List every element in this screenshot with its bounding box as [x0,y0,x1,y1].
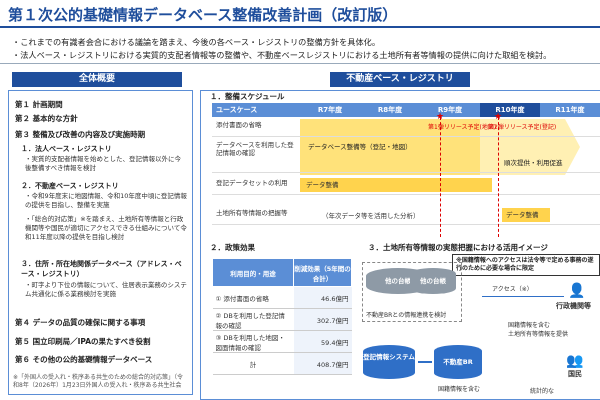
table-row: ① 添付書面の省略 46.6億円 [212,286,352,309]
nationality-text: 土地所有等情報を提供 [508,331,569,338]
effect-table: 利用目的・用途 削減効果（5年間の合計） ① 添付書面の省略 46.6億円 ② … [212,258,352,375]
public-icon: 👥 [566,353,584,369]
effect-header: 削減効果（5年間の合計） [293,258,352,287]
schedule-row-label: データベースを利用した登記情報の確認 [216,141,294,157]
schedule-row: 土地所有等情報の把握等 （年次データ等を活用した分析） データ整備 [212,205,600,225]
effect-use: ③ DBを利用した地図・図面情報の確認 [212,330,294,353]
toc-item: 第４ データの品質の確保に関する事項 [15,318,146,327]
summary-bullet: これまでの有識者会合における議論を踏まえ、今後の各ベース・レジストリの整備方針を… [12,36,380,48]
schedule-row: 添付書面の省略 [212,117,600,137]
link-text: 不動産BRとの情報連携を検討 [366,312,447,319]
schedule-task: データ整備 [502,208,550,222]
followup-label: 順次提供・利用促進 [504,159,563,167]
release-marker-line [440,117,441,237]
nationality-text: 国籍情報を含む [508,322,551,329]
effect-value: 408.7億円 [293,352,352,375]
schedule-header-year: R8年度 [360,103,420,117]
toc-item: 第３ 整備及び改善の内容及び実施時期 [15,130,146,139]
overview-panel: 第１ 計画期間 第２ 基本的な方針 第３ 整備及び改善の内容及び実施時期 １．法… [8,90,193,395]
title-divider [0,26,600,28]
toc-item: 第６ その他の公的基礎情報データベース [15,355,153,364]
section-real-estate-detail: ・令和9年度末に地図情報、令和10年度中頃に登記情報の提供を目指し、整備を実施 [25,192,187,209]
schedule-arrow [480,119,580,175]
table-row: ③ DBを利用した地図・図面情報の確認 59.4億円 [212,330,352,353]
real-estate-heading: 不動産ベース・レジストリ [330,72,470,87]
effect-header-row: 利用目的・用途 削減効果（5年間の合計） [212,258,352,287]
usage-note: ※国籍情報へのアクセスは法令等で定める事務の遂行のために必要な場合に限定 [452,254,600,276]
effect-value: 46.6億円 [293,286,352,309]
effect-header: 利用目的・用途 [212,258,294,287]
effect-use: 計 [212,352,294,375]
section-address-detail: ・町字より下位の情報について、住居表示業務のシステム共通化に係る業務検討を実施 [25,281,187,298]
release-label: 第1弾リリース予定(地図) [428,124,497,131]
section-real-estate-detail: ・「総合的対応策」※を踏まえ、土地所有等情報と行政機関等や国民が適切にアクセスで… [25,215,187,241]
other-db-group [362,262,462,322]
schedule-header-year: R7年度 [300,103,360,117]
effect-title: ２．政策効果 [210,243,255,252]
table-row: 計 408.7億円 [212,352,352,375]
schedule-task: データベース整備等（登記・地図） [308,143,412,151]
star-icon: ★ [436,112,445,122]
schedule-task: データ整備 [300,178,492,192]
overview-heading: 全体概要 [12,72,182,87]
database-other-2: 他の台帳 [410,268,456,294]
toc-item: 第５ 国立印刷局／IPAの果たすべき役割 [15,337,151,346]
access-text: アクセス（※） [492,286,533,293]
schedule-header-year: R11年度 [540,103,600,117]
schedule-row-label: 登記データセットの利用 [216,179,288,187]
public-label: 国民 [568,370,582,378]
section-corporate-detail: ・実質的支配者情報を始めとした、登記情報以外に今後整備すべき情報を検討 [25,155,181,172]
release-label: 第2弾リリース予定(登記) [488,124,557,131]
schedule-header-year: R10年度 [480,103,540,117]
effect-value: 302.7億円 [293,308,352,331]
schedule-header-usecase: ユースケース [212,103,300,117]
access-arrow [482,296,564,297]
footnote: ※「外国人の受入れ・秩序ある共生のための総合的対応策」（令和8年（2026年）1… [13,374,184,389]
admin-icon: 👤 [568,283,586,299]
page-title: 第１次公的基礎情報データベース整備改善計画（改訂版） [8,6,398,24]
section-corporate: １．法人ベース・レジストリ [21,145,112,153]
summary-bullets: これまでの有識者会合における議論を踏まえ、今後の各ベース・レジストリの整備方針を… [0,32,600,64]
toc-item: 第２ 基本的な方針 [15,114,78,123]
effect-use: ① 添付書面の省略 [212,286,294,309]
schedule-row-label: 土地所有等情報の把握等 [216,209,288,217]
schedule-task: （年次データ等を活用した分析） [322,212,420,220]
effect-use: ② DBを利用した登記情報の確認 [212,308,294,331]
star-icon: ★ [494,112,503,122]
section-real-estate: ２．不動産ベース・レジストリ [21,182,119,190]
usage-title: ３．土地所有等情報の実態把握における活用イメージ [368,243,548,252]
summary-bullet: 法人ベース・レジストリにおける実質的支配者情報等の整備や、不動産ベースレジストリ… [12,49,551,61]
schedule-row-label: 添付書面の省略 [216,121,262,129]
flow-arrow [418,361,432,363]
schedule-band [300,119,480,175]
database-br: 不動産BR [434,345,482,379]
schedule-row: 登記データセットの利用 データ整備 [212,175,600,195]
effect-value: 59.4億円 [293,330,352,353]
schedule-title: １．整備スケジュール [210,92,285,101]
database-registry: 登記情報システム [363,345,415,379]
stats-text: 統計的な [530,388,555,395]
bottom-text: 国籍情報を含む [438,386,481,393]
admin-label: 行政機関等 [556,302,591,310]
schedule-row: データベースを利用した登記情報の確認 データベース整備等（登記・地図） [212,137,600,173]
release-marker-line [498,117,499,237]
section-address: ３．住所・所在地関係データベース（アドレス・ベース・レジストリ） [21,260,182,278]
usage-note-text: ※国籍情報へのアクセスは法令等で定める事務の遂行のために必要な場合に限定 [456,257,594,272]
schedule-header-year: R9年度 [420,103,480,117]
toc-item: 第１ 計画期間 [15,100,63,109]
table-row: ② DBを利用した登記情報の確認 302.7億円 [212,308,352,331]
